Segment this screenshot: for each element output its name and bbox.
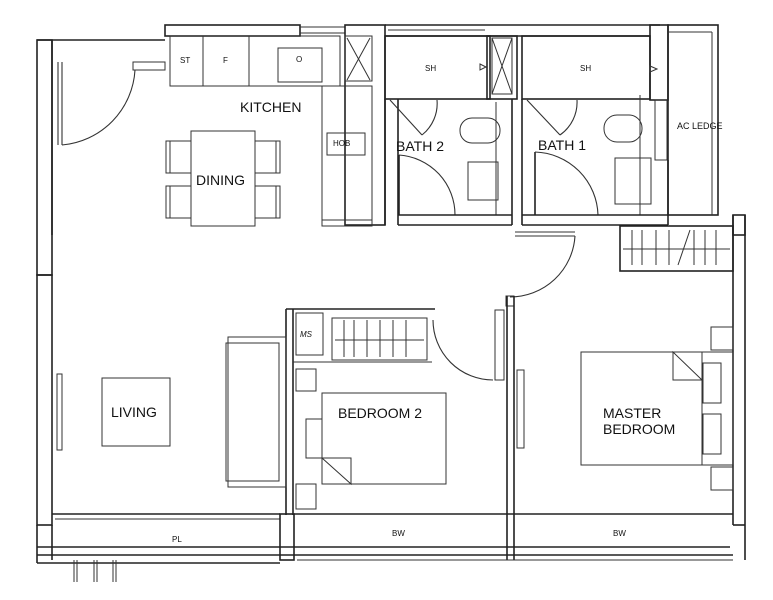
fixture-label-shower-1: SH	[580, 64, 592, 73]
fixture-label-stove: ST	[180, 56, 191, 65]
bedroom-divider-wall	[506, 296, 525, 560]
dining-table	[165, 130, 281, 227]
master-bed	[580, 326, 734, 491]
room-label-master-line2: BEDROOM	[603, 421, 676, 437]
living-furniture	[56, 336, 287, 488]
fixture-label-oven: O	[296, 55, 303, 64]
service-shaft	[486, 35, 523, 225]
corridor-door	[505, 231, 576, 307]
kitchen-counter	[169, 35, 373, 227]
bath-1-fixtures	[521, 35, 669, 226]
bath-2-fixtures	[384, 35, 512, 226]
room-label-bay-window-1: BW	[392, 529, 405, 538]
room-label-bath-1: BATH 1	[538, 137, 586, 153]
entrance-door	[57, 61, 166, 146]
fixture-label-hob: HOB	[333, 139, 351, 148]
fixture-label-fridge: F	[223, 56, 228, 65]
room-label-planter: PL	[172, 535, 182, 544]
balconies	[36, 513, 746, 582]
room-label-master-line1: MASTER	[603, 405, 662, 421]
room-label-dining: DINING	[196, 172, 245, 188]
exterior-walls	[36, 24, 746, 548]
fixture-label-shower-2: SH	[425, 64, 437, 73]
master-wardrobe	[619, 225, 734, 272]
room-label-living: LIVING	[111, 404, 157, 420]
room-label-bath-2: BATH 2	[396, 138, 444, 154]
room-label-kitchen: KITCHEN	[240, 99, 302, 115]
room-label-ac-ledge: AC LEDGE	[677, 121, 723, 131]
room-label-bay-window-2: BW	[613, 529, 626, 538]
fixture-label-ms: MS	[300, 330, 312, 339]
room-label-bedroom-2: BEDROOM 2	[338, 405, 423, 421]
